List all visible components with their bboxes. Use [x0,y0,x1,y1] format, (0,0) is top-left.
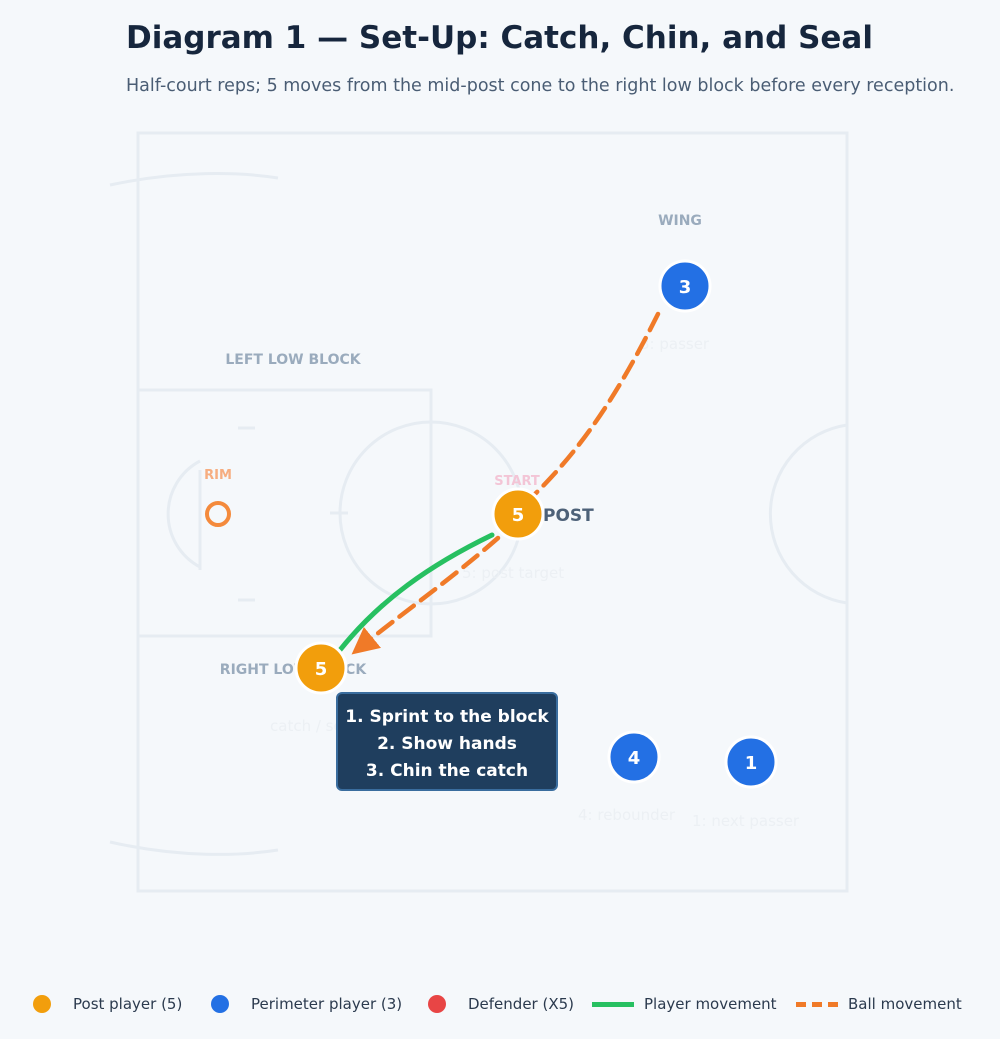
post-label: POST [543,506,594,526]
legend-player-movement-label: Player movement [644,995,777,1013]
rebounder-caption: 4: rebounder [578,806,676,824]
callout-line-1: 1. Sprint to the block [345,707,549,727]
wing-player: 3 [658,259,712,313]
player-movement-path [337,532,495,653]
rim-label: RIM [204,468,232,483]
legend-post-player-label: Post player (5) [73,995,183,1013]
post-start-number: 5 [512,505,525,526]
catch-seal-caption: catch / seal [270,717,356,735]
court-lines [109,131,849,893]
post-player-start: 5 [491,487,545,541]
wing-label: WING [658,213,702,229]
legend: Post player (5) Perimeter player (3) Def… [0,990,1000,1018]
next-passer-caption: 1: next passer [692,812,800,830]
legend-ball-movement: Ball movement [796,990,962,1018]
ball-pass-post-to-block [351,535,501,655]
post-target-caption: 5: post target [462,564,564,582]
ball-pass-wing-to-post [531,311,661,498]
legend-defender: Defender (X5) [428,990,574,1018]
paint-lane [136,388,433,638]
three-point-arc [109,172,279,856]
left-low-block-label: LEFT LOW BLOCK [225,352,361,368]
restricted-arc [166,459,201,569]
legend-perimeter-player: Perimeter player (3) [211,990,402,1018]
ball-movement-swatch-icon [796,1001,838,1007]
legend-ball-movement-label: Ball movement [848,995,962,1013]
post-player-end: 5 [294,641,348,695]
page-subtitle: Half-court reps; 5 moves from the mid-po… [126,76,955,96]
player-movement-swatch-icon [592,1001,634,1007]
defender-swatch-icon [428,995,446,1013]
next-passer-number: 1 [745,753,758,774]
legend-post-player: Post player (5) [33,990,182,1018]
perimeter-player-swatch-icon [211,995,229,1013]
callout-line-3: 3. Chin the catch [366,761,528,781]
legend-perimeter-player-label: Perimeter player (3) [251,995,403,1013]
wing-player-number: 3 [679,277,692,298]
start-label: START [494,474,540,489]
legend-player-movement: Player movement [592,990,777,1018]
next-passer-player: 1 [724,735,778,789]
rim-icon [205,501,231,527]
rebounder-number: 4 [628,748,641,769]
page-title: Diagram 1 — Set-Up: Catch, Chin, and Sea… [126,20,873,56]
coaching-callout: 1. Sprint to the block 2. Show hands 3. … [336,692,558,791]
wing-player-caption: 3: passer [640,335,710,353]
legend-defender-label: Defender (X5) [468,995,575,1013]
post-end-number: 5 [315,659,328,680]
court-diagram: WING LEFT LOW BLOCK RIM START RIGHT LOW … [109,131,849,893]
callout-line-2: 2. Show hands [377,734,517,754]
half-court-circle [768,423,848,605]
post-player-swatch-icon [33,995,51,1013]
rebounder-player: 4 [607,730,661,784]
